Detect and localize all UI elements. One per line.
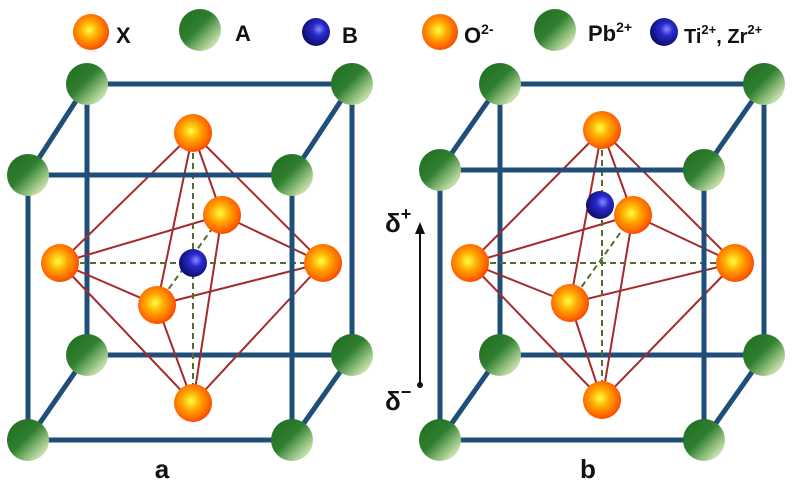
delta-negative-label: δ−: [385, 382, 411, 416]
cube-back-face: [84, 81, 355, 358]
x-ion: [551, 284, 589, 322]
x-ion: [138, 286, 176, 324]
x-ion: [174, 114, 212, 152]
legend-b-ion-icon: [650, 18, 678, 46]
legend-x-ion-icon: [73, 14, 109, 50]
octahedron-edges: [469, 129, 736, 401]
x-ion: [174, 384, 212, 422]
a-ion: [479, 63, 521, 105]
cube-back-face: [497, 81, 767, 358]
a-ion: [66, 63, 108, 105]
legend-a-ion-icon: [534, 9, 576, 51]
a-ion: [419, 149, 461, 191]
x-ion: [41, 244, 79, 282]
x-ion: [451, 244, 489, 282]
b-ion: [179, 249, 207, 277]
a-ion: [743, 63, 785, 105]
panel-caption-b: b: [580, 454, 596, 484]
dipole-arrow: δ+ δ−: [385, 204, 425, 416]
panel-a: X A B a: [7, 9, 373, 484]
a-ion: [683, 419, 725, 461]
a-ion: [479, 334, 521, 376]
x-ion: [583, 111, 621, 149]
x-ion: [203, 196, 241, 234]
a-ion: [419, 419, 461, 461]
cube-front-face: [25, 172, 295, 443]
a-ion: [271, 154, 313, 196]
b-ion: [586, 191, 614, 219]
a-ion: [331, 334, 373, 376]
a-ion: [7, 419, 49, 461]
a-ion: [66, 334, 108, 376]
legend-ti-zr-label: Ti2+, Zr2+: [684, 22, 763, 48]
x-ion: [716, 244, 754, 282]
panel-b: O2- Pb2+ Ti2+, Zr2+ δ+ δ− b: [385, 9, 785, 484]
legend-a-label: A: [235, 21, 251, 46]
legend-a: X A B: [73, 9, 358, 51]
legend-o-label: O2-: [464, 21, 494, 48]
a-ion: [271, 419, 313, 461]
x-ion: [614, 196, 652, 234]
legend-b-ion-icon: [302, 18, 330, 46]
x-ion: [304, 244, 342, 282]
legend-pb-label: Pb2+: [588, 19, 632, 46]
delta-positive-label: δ+: [385, 204, 411, 238]
panel-caption-a: a: [155, 454, 170, 484]
a-ion: [7, 154, 49, 196]
legend-b-label: B: [342, 23, 358, 48]
legend-b: O2- Pb2+ Ti2+, Zr2+: [422, 9, 763, 51]
x-ion: [583, 381, 621, 419]
legend-a-ion-icon: [179, 9, 221, 51]
a-ion: [743, 334, 785, 376]
cube-front-face: [437, 167, 707, 443]
a-ion: [331, 63, 373, 105]
a-ion: [683, 149, 725, 191]
legend-x-label: X: [116, 23, 131, 48]
legend-x-ion-icon: [422, 14, 458, 50]
